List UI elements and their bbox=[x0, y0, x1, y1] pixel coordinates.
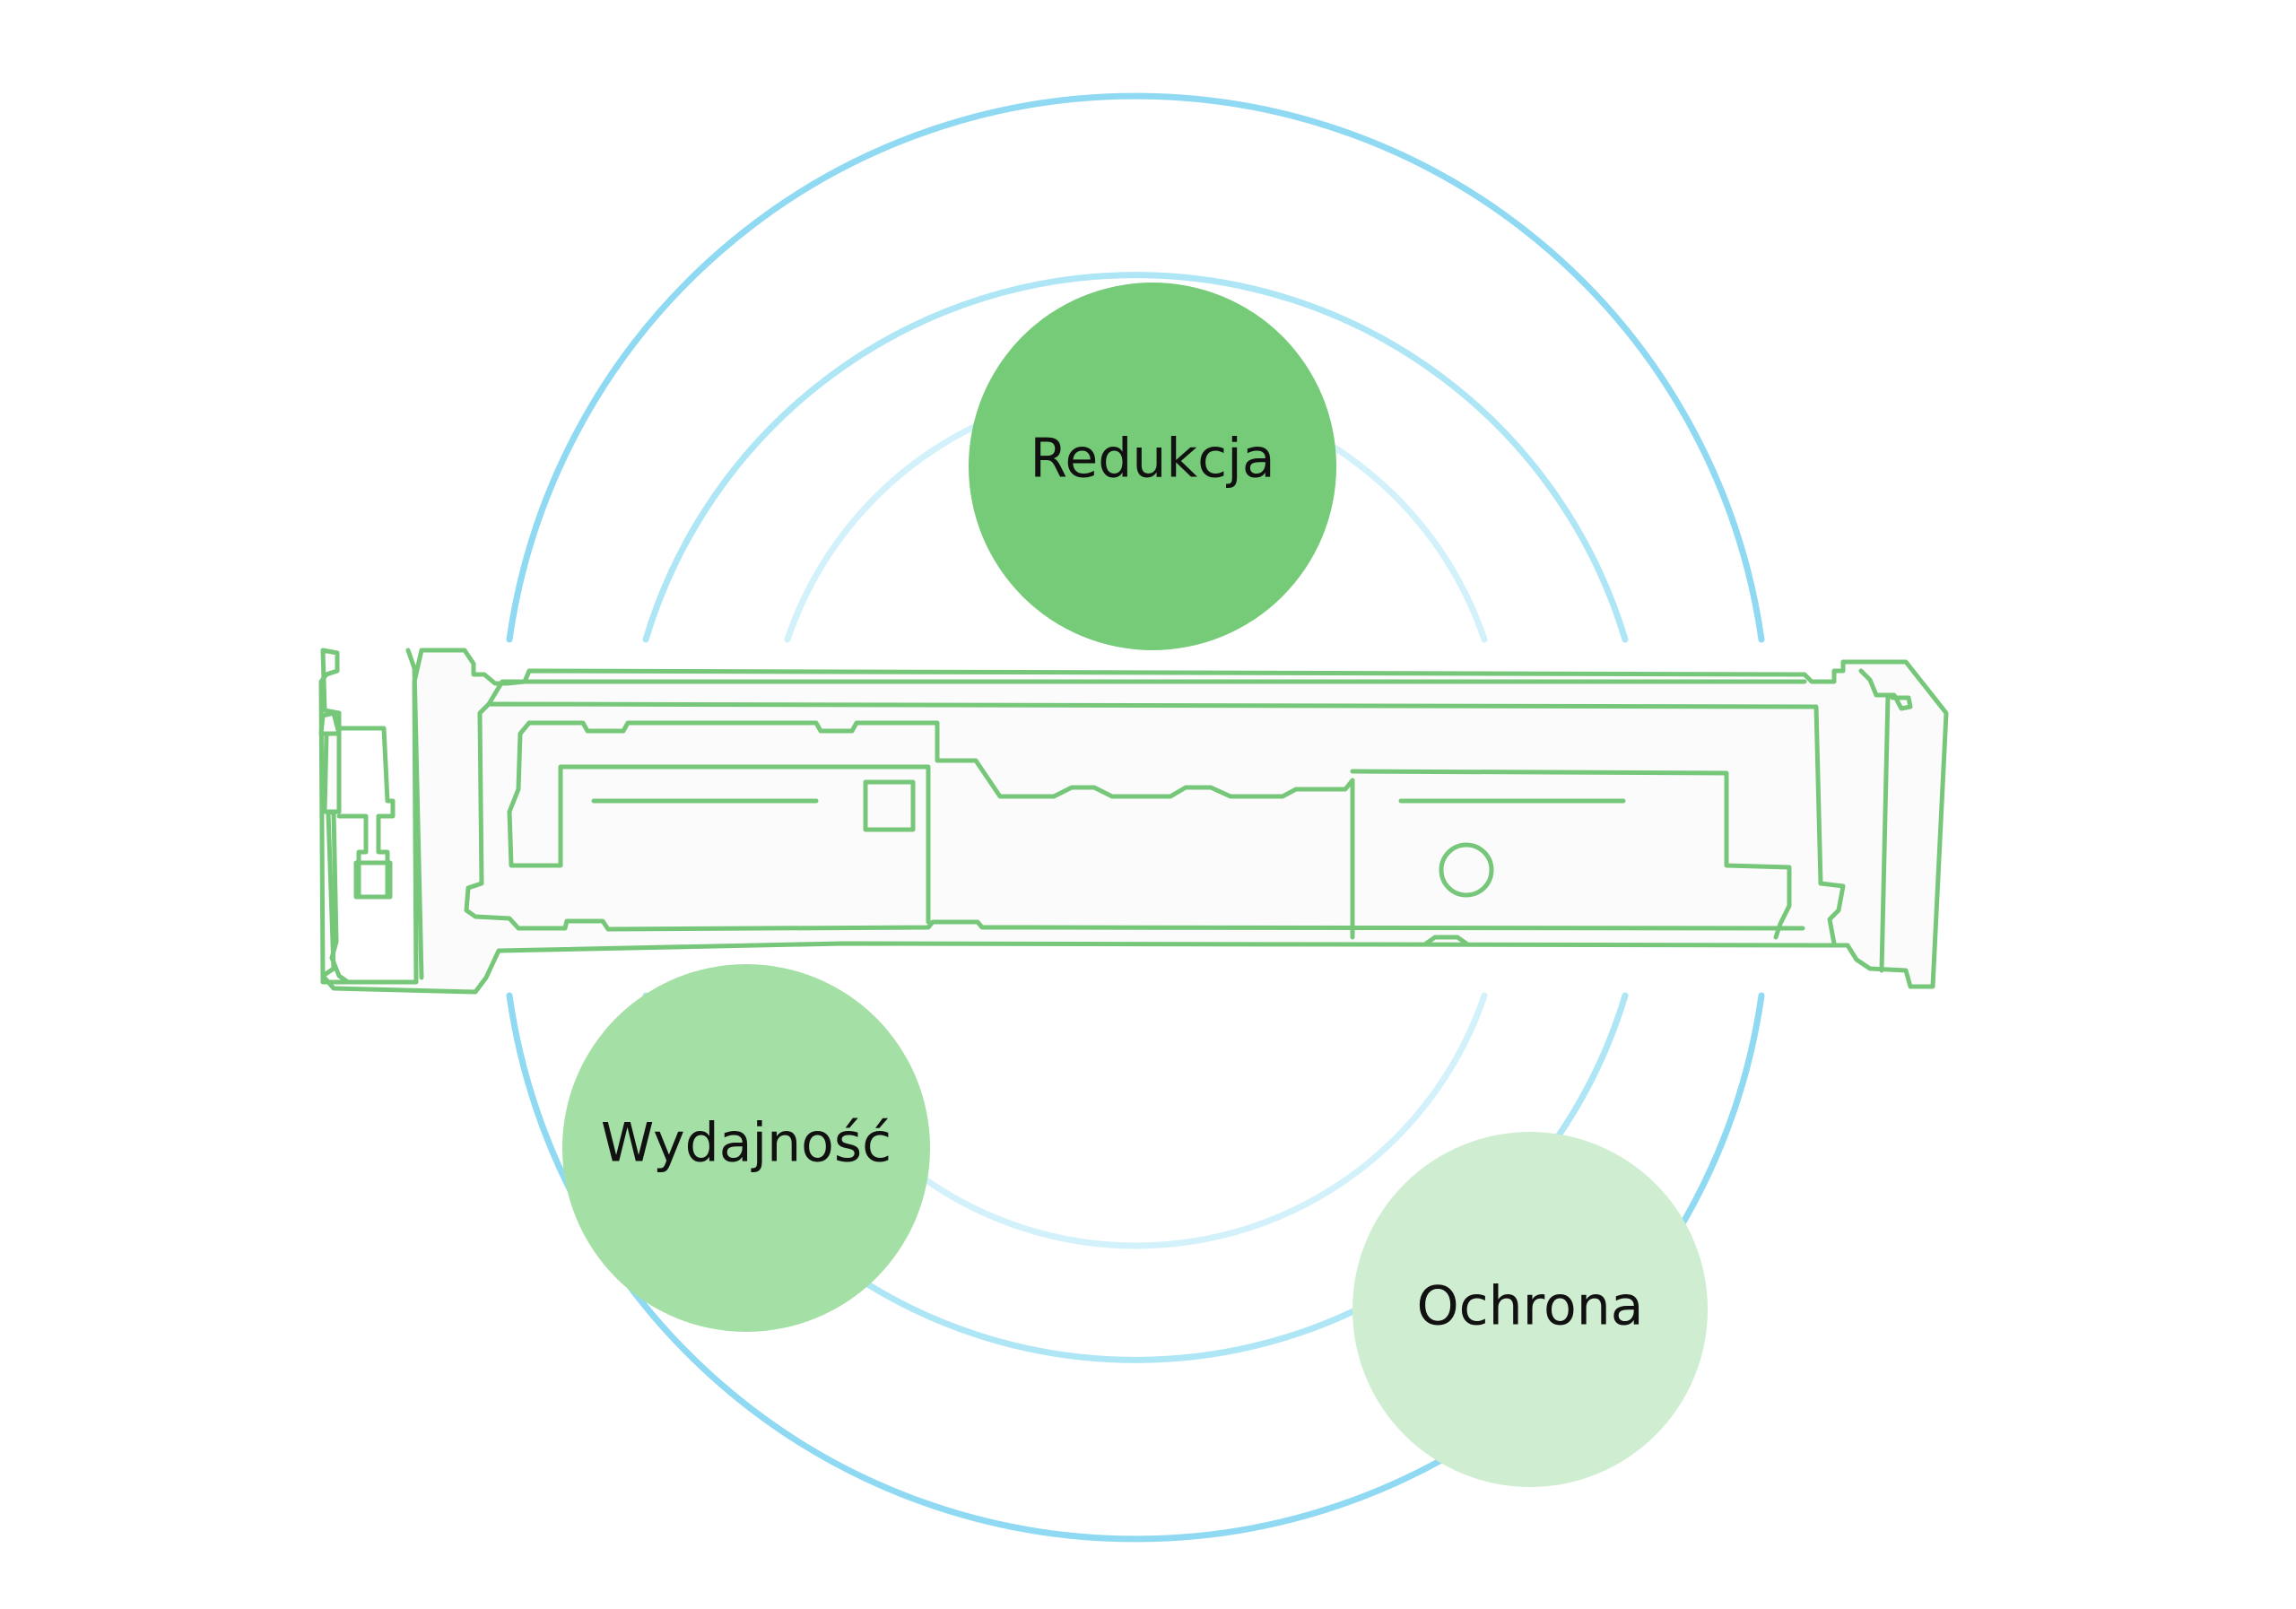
cartridge-body bbox=[318, 648, 1949, 995]
ring-outer-top bbox=[506, 92, 1765, 643]
cartridge-left-compartment bbox=[507, 720, 931, 925]
cartridge-left-latch bbox=[405, 648, 424, 980]
cartridge-left-cap bbox=[318, 710, 342, 736]
bubble-ochrona-label: Ochrona bbox=[1416, 1275, 1643, 1338]
toner-cartridge-icon bbox=[318, 648, 1949, 995]
cartridge-left-square bbox=[353, 860, 393, 900]
bubble-redukcja-circle bbox=[969, 283, 1336, 650]
cartridge-left-recess bbox=[526, 720, 1355, 940]
cartridge-top-strip bbox=[486, 679, 1807, 707]
cartridge-left-window bbox=[863, 779, 916, 832]
bubble-wydajnosc-label: Wydajność bbox=[601, 1112, 891, 1175]
cartridge-right-compartment bbox=[1350, 769, 1792, 940]
bubble-wydajnosc-circle bbox=[562, 964, 930, 1332]
cartridge-bottom-notch bbox=[1423, 935, 1469, 946]
cartridge-inner-frame bbox=[464, 701, 1846, 946]
bubble-redukcja-label: Redukcja bbox=[1030, 428, 1274, 491]
bubble-redukcja: Redukcja bbox=[969, 283, 1336, 650]
bubble-wydajnosc: Wydajność bbox=[562, 964, 930, 1332]
bubble-ochrona: Ochrona bbox=[1352, 1132, 1708, 1487]
cartridge-right-cap bbox=[1858, 668, 1913, 973]
cartridge-left-panel bbox=[322, 726, 396, 985]
ring-middle-top bbox=[642, 272, 1629, 643]
bubble-ochrona-circle bbox=[1352, 1132, 1708, 1487]
cartridge-right-knob bbox=[1439, 842, 1494, 898]
